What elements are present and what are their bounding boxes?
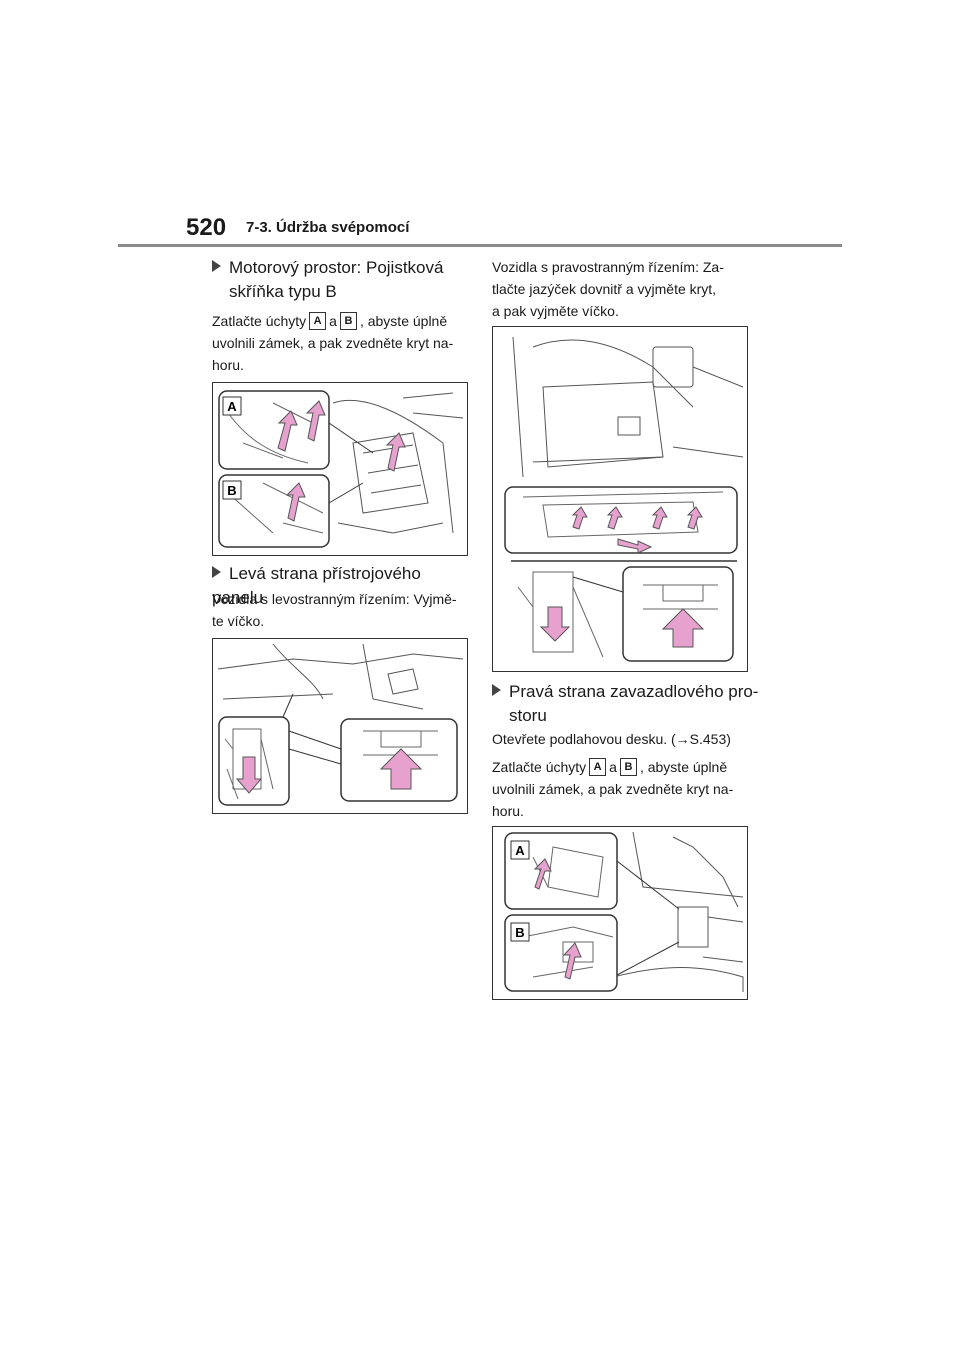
paragraph-right-dashboard: Vozidla s pravostranným řízením: Za- tla… (492, 259, 724, 319)
heading-left-dashboard: Levá strana přístrojového panelu (212, 564, 421, 607)
label-a-icon: A (309, 312, 327, 330)
section-title: 7-3. Údržba svépomocí (246, 219, 410, 236)
figure-left-dashboard (212, 638, 468, 814)
page-number: 520 (186, 214, 227, 241)
figure-luggage-fusebox: A B (492, 826, 748, 1000)
bullet-triangle-icon (492, 684, 501, 696)
svg-text:B: B (515, 925, 524, 940)
paragraph-left-dashboard: Vozidla s levostranným řízením: Vyjmě- t… (212, 591, 457, 629)
bullet-triangle-icon (212, 566, 221, 578)
label-b-icon: B (339, 312, 357, 330)
label-b-icon: B (619, 758, 637, 776)
figure-right-dashboard (492, 326, 748, 672)
bullet-triangle-icon (212, 260, 221, 272)
header-rule (118, 244, 842, 247)
svg-text:A: A (515, 843, 525, 858)
heading-engine-fusebox: Motorový prostor: Pojistková skříňka typ… (212, 256, 472, 304)
paragraph-luggage-floor: Otevřete podlahovou desku. (→S.453) (492, 731, 731, 747)
svg-text:A: A (227, 399, 237, 414)
label-a-icon: A (589, 758, 607, 776)
heading-right-luggage: Pravá strana zavazadlového pro- storu (492, 680, 762, 728)
figure-engine-fusebox: A B (212, 382, 468, 556)
svg-text:B: B (227, 483, 236, 498)
